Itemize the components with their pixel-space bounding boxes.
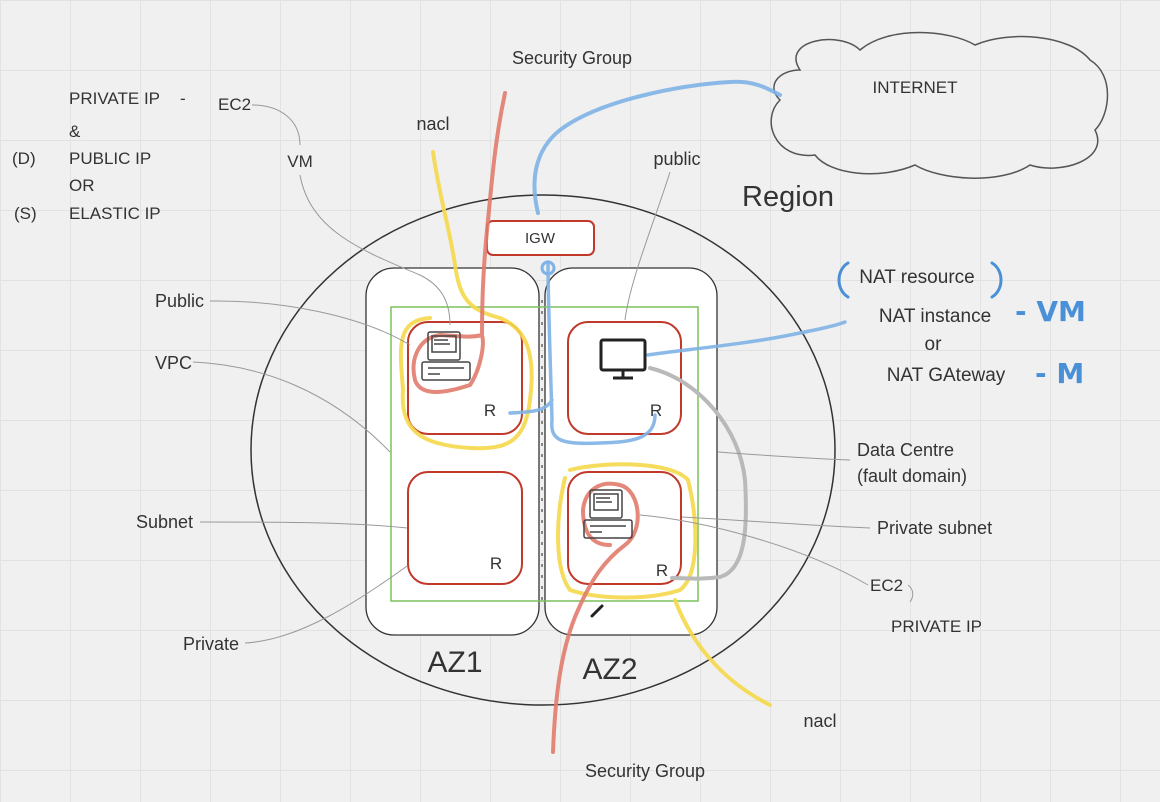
leader-public <box>209 300 411 346</box>
leader-data-centre <box>717 451 851 461</box>
vpc-box <box>390 306 699 602</box>
nat-resource-close-bracket <box>990 261 1003 299</box>
ec2-dash: - <box>180 89 186 108</box>
dynamic-note: (D) <box>12 149 36 168</box>
server-icon <box>583 489 633 539</box>
internet-cloud <box>770 31 1109 179</box>
leader-private <box>244 565 408 644</box>
region-label: Region <box>742 181 834 213</box>
leader-ec2-private-ip <box>907 584 914 603</box>
nacl-line-bottom <box>556 462 772 707</box>
route-table-label: R <box>656 561 668 580</box>
nat-instance-vm-note: - VM <box>1015 295 1086 328</box>
pen-cursor-icon <box>590 604 604 618</box>
subnet-az1-private <box>407 471 523 585</box>
igw-connector <box>540 260 556 276</box>
region-boundary <box>250 194 836 706</box>
subnet-az1-public <box>407 321 523 435</box>
vm-note: VM <box>287 152 313 171</box>
fault-domain-label: (fault domain) <box>857 466 967 486</box>
server-icon <box>421 331 471 381</box>
leader-private-subnet <box>681 516 871 529</box>
monitor-icon <box>599 338 647 380</box>
leader-ec2-right <box>639 514 869 586</box>
private-ip-note: PRIVATE IP <box>69 89 160 108</box>
elastic-ip-note: ELASTIC IP <box>69 204 161 223</box>
data-centre-label: Data Centre <box>857 440 954 460</box>
or-note: OR <box>69 176 95 195</box>
route-table-label: R <box>490 554 502 573</box>
route-table-label: R <box>484 401 496 420</box>
security-group-bottom-label: Security Group <box>585 761 705 781</box>
leader-vm-server <box>299 174 451 326</box>
private-subnet-label: Private subnet <box>877 518 992 538</box>
ampersand-note: & <box>69 122 81 141</box>
nat-instance-label: NAT instance <box>879 306 991 327</box>
az1-label: AZ1 <box>427 646 482 679</box>
nacl-bottom-label: nacl <box>803 711 836 731</box>
internet-line-igw <box>532 79 782 215</box>
leader-vpc <box>192 361 391 453</box>
leader-subnet <box>199 521 408 529</box>
nacl-line-top <box>398 150 534 451</box>
subnet-az2-private <box>567 471 682 585</box>
public-ip-note: PUBLIC IP <box>69 149 151 168</box>
internet-label: INTERNET <box>873 78 958 97</box>
nat-gateway-m-note: - M <box>1035 357 1084 390</box>
subnet-label: Subnet <box>136 512 193 532</box>
vpc-label: VPC <box>155 353 192 373</box>
az2-label: AZ2 <box>582 653 637 686</box>
nat-or-label: or <box>925 334 943 355</box>
nacl-top-label: nacl <box>416 114 449 134</box>
igw-label: IGW <box>525 230 556 247</box>
nat-gateway-label: NAT GAteway <box>887 365 1006 386</box>
static-note: (S) <box>14 204 37 223</box>
private-route-line <box>648 366 748 581</box>
route-table-label: R <box>650 401 662 420</box>
public-left-label: Public <box>155 291 204 311</box>
ec2-note: EC2 <box>218 95 251 114</box>
private-left-label: Private <box>183 634 239 654</box>
nat-resource-open-bracket <box>837 261 850 299</box>
internet-line-nat <box>646 320 847 357</box>
leader-ec2-vm <box>251 104 301 146</box>
leader-public-top <box>624 171 671 321</box>
internet-line-route <box>508 260 657 446</box>
public-top-label: public <box>653 149 700 169</box>
private-ip-right-label: PRIVATE IP <box>891 617 982 636</box>
nat-resource-label: NAT resource <box>859 267 974 288</box>
ec2-right-label: EC2 <box>870 576 903 595</box>
security-group-top-label: Security Group <box>512 48 632 68</box>
